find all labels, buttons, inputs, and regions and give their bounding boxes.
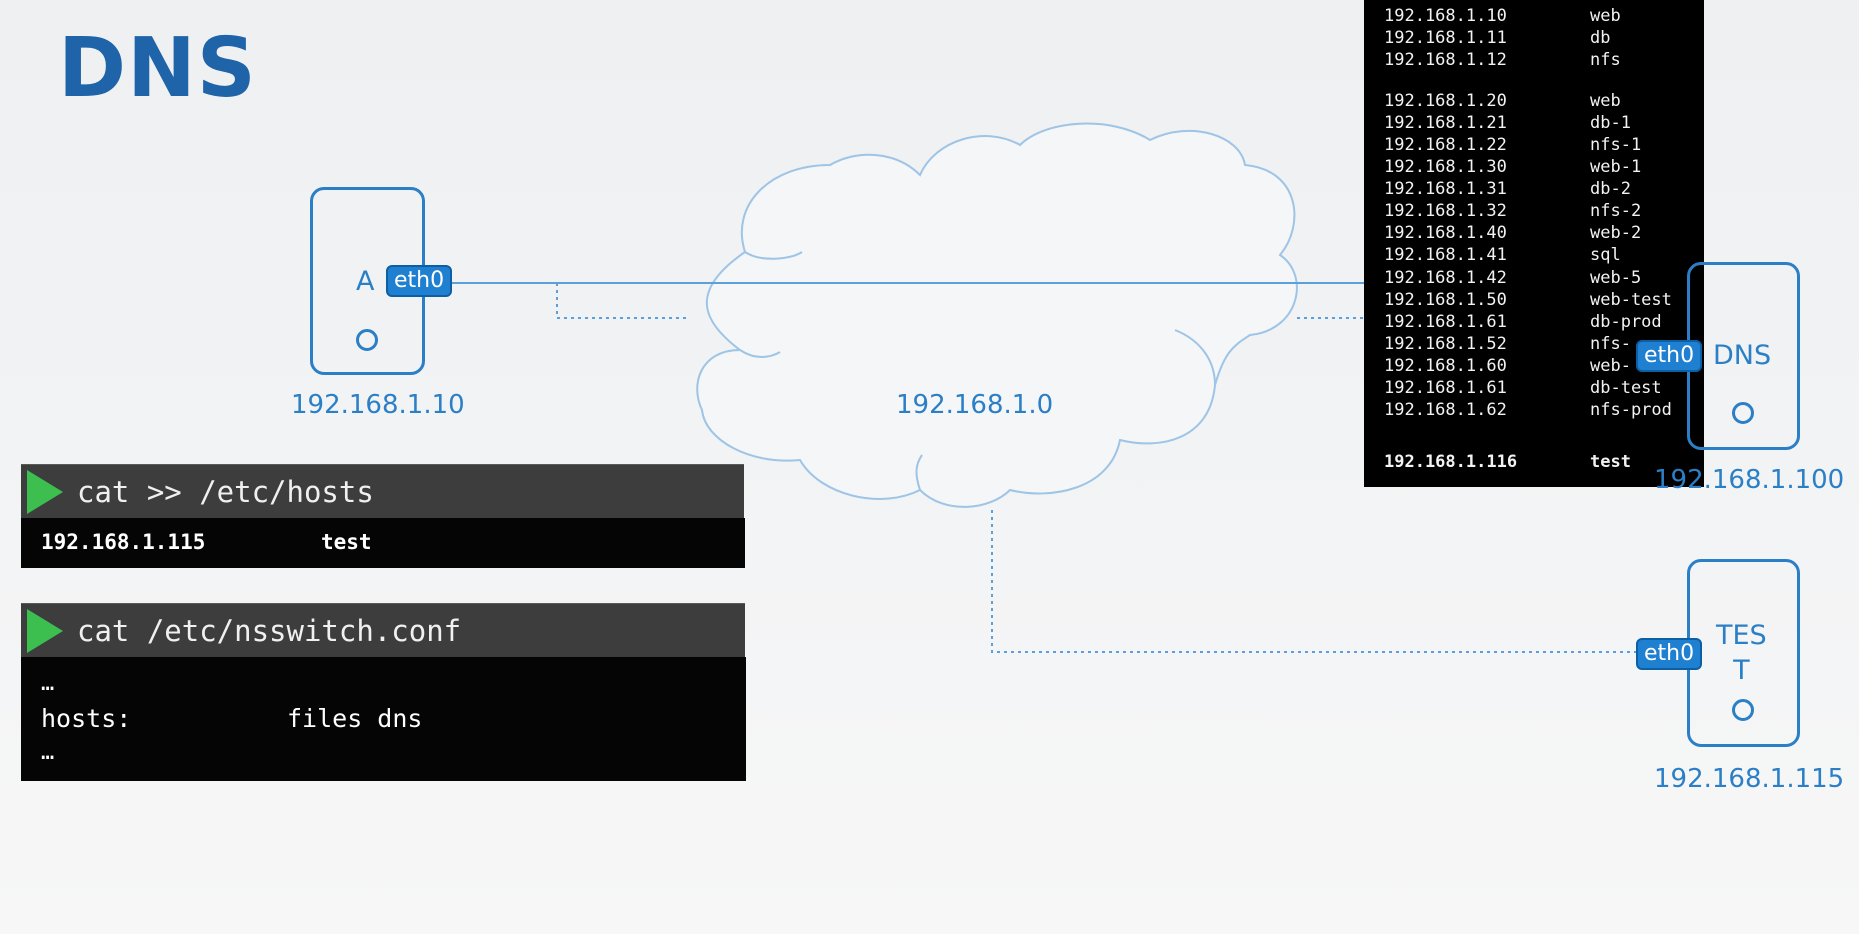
dns-record-name: db-test bbox=[1590, 378, 1662, 398]
host-dns-name: DNS bbox=[1713, 340, 1772, 371]
host-test-name: TES T bbox=[1716, 618, 1767, 688]
dns-record-name: web bbox=[1590, 6, 1621, 26]
nsswitch-hosts-value: files dns bbox=[287, 704, 423, 733]
host-dns-eth0-badge: eth0 bbox=[1636, 340, 1703, 372]
dns-record-name: test bbox=[1590, 452, 1631, 472]
dns-record-ip: 192.168.1.30 bbox=[1384, 157, 1507, 177]
host-a-eth0-badge: eth0 bbox=[386, 265, 453, 297]
dns-record-name: nfs-2 bbox=[1590, 201, 1642, 221]
dns-record-ip: 192.168.1.31 bbox=[1384, 179, 1507, 199]
link-test-dotted bbox=[991, 510, 1636, 653]
dns-record-ip: 192.168.1.61 bbox=[1384, 312, 1507, 332]
hosts-terminal-header: cat >> /etc/hosts bbox=[21, 464, 744, 518]
hosts-output-name: test bbox=[321, 530, 372, 554]
dns-record-name: nfs- bbox=[1590, 334, 1631, 354]
dns-record-ip: 192.168.1.20 bbox=[1384, 91, 1507, 111]
dns-record-ip: 192.168.1.50 bbox=[1384, 290, 1507, 310]
dns-record-ip: 192.168.1.60 bbox=[1384, 356, 1507, 376]
network-label: 192.168.1.0 bbox=[896, 390, 1054, 420]
dns-record-name: nfs-prod bbox=[1590, 400, 1672, 420]
dns-record-name: web-2 bbox=[1590, 223, 1642, 243]
link-a-dotted bbox=[556, 283, 690, 319]
dns-record-name: web- bbox=[1590, 356, 1631, 376]
host-a-name: A bbox=[356, 266, 375, 297]
host-test-eth0-badge: eth0 bbox=[1636, 638, 1703, 670]
dns-record-ip: 192.168.1.10 bbox=[1384, 6, 1507, 26]
dns-records-table: 192.168.1.10 web 192.168.1.11 db 192.168.1.1… bbox=[1364, 0, 1704, 487]
host-test-name-line2: T bbox=[1733, 655, 1750, 687]
host-dns-ip: 192.168.1.100 bbox=[1654, 465, 1845, 495]
prompt-arrow-icon bbox=[27, 609, 63, 653]
nsswitch-terminal-output: … hosts: files dns … bbox=[21, 657, 746, 781]
dns-record-name: db-1 bbox=[1590, 113, 1631, 133]
dns-record-name: db bbox=[1590, 28, 1611, 48]
page-title: DNS bbox=[58, 21, 257, 116]
dns-record-ip: 192.168.1.116 bbox=[1384, 452, 1518, 472]
dns-record-ip: 192.168.1.22 bbox=[1384, 135, 1507, 155]
host-a-ip: 192.168.1.10 bbox=[291, 390, 465, 420]
dns-record-ip: 192.168.1.42 bbox=[1384, 268, 1507, 288]
host-test-port-icon bbox=[1732, 699, 1754, 721]
hosts-output-ip: 192.168.1.115 bbox=[41, 530, 206, 554]
hosts-terminal-command: cat >> /etc/hosts bbox=[77, 475, 374, 509]
dns-record-name: nfs-1 bbox=[1590, 135, 1642, 155]
host-test-ip: 192.168.1.115 bbox=[1654, 764, 1845, 794]
nsswitch-line-3: … bbox=[41, 740, 55, 765]
dns-record-ip: 192.168.1.40 bbox=[1384, 223, 1507, 243]
host-dns-port-icon bbox=[1732, 402, 1754, 424]
dns-record-ip: 192.168.1.62 bbox=[1384, 400, 1507, 420]
dns-record-name: web bbox=[1590, 91, 1621, 111]
hosts-terminal-output: 192.168.1.115 test bbox=[21, 518, 745, 568]
nsswitch-terminal-header: cat /etc/nsswitch.conf bbox=[21, 603, 745, 657]
prompt-arrow-icon bbox=[27, 470, 63, 514]
nsswitch-line-1: … bbox=[41, 671, 55, 696]
dns-record-ip: 192.168.1.32 bbox=[1384, 201, 1507, 221]
host-a-port-icon bbox=[356, 329, 378, 351]
dns-record-name: nfs bbox=[1590, 50, 1621, 70]
host-test-name-line1: TES bbox=[1716, 620, 1767, 651]
dns-record-name: web-1 bbox=[1590, 157, 1642, 177]
dns-record-name: db-2 bbox=[1590, 179, 1631, 199]
dns-record-name: web-test bbox=[1590, 290, 1672, 310]
dns-record-ip: 192.168.1.41 bbox=[1384, 245, 1507, 265]
dns-record-name: sql bbox=[1590, 245, 1621, 265]
dns-record-name: web-5 bbox=[1590, 268, 1642, 288]
dns-record-name: db-prod bbox=[1590, 312, 1662, 332]
dns-record-ip: 192.168.1.61 bbox=[1384, 378, 1507, 398]
dns-record-ip: 192.168.1.52 bbox=[1384, 334, 1507, 354]
network-cloud bbox=[696, 122, 1298, 508]
dns-record-ip: 192.168.1.12 bbox=[1384, 50, 1507, 70]
dns-record-ip: 192.168.1.21 bbox=[1384, 113, 1507, 133]
nsswitch-hosts-key: hosts: bbox=[41, 704, 132, 733]
dns-record-ip: 192.168.1.11 bbox=[1384, 28, 1507, 48]
nsswitch-terminal-command: cat /etc/nsswitch.conf bbox=[77, 614, 462, 648]
